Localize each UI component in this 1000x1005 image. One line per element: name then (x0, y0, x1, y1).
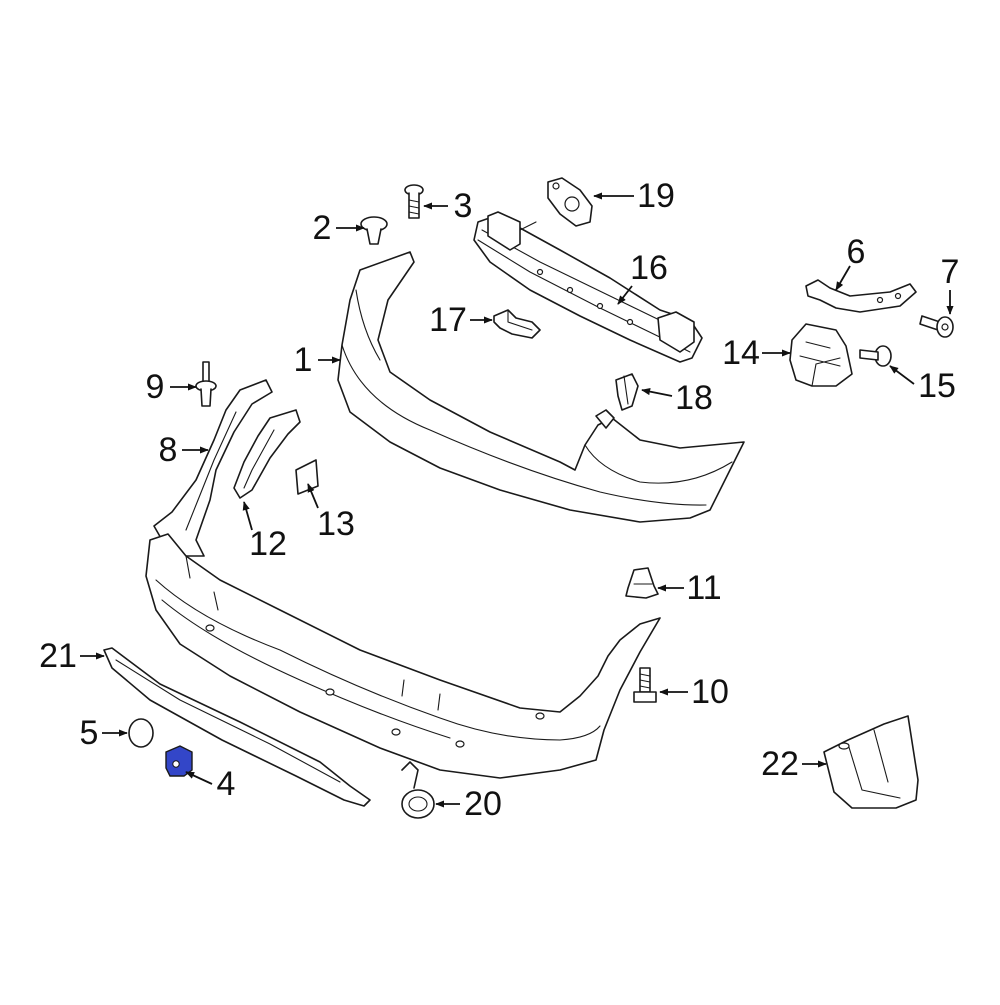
part-13-pad[interactable] (295, 459, 319, 495)
callout-label-15: 15 (918, 367, 956, 405)
callout-20: 20 (435, 785, 502, 823)
callout-9: 9 (146, 368, 197, 406)
callout-5: 5 (80, 714, 128, 752)
callout-label-5: 5 (80, 714, 99, 752)
part-4-highlighted-bracket[interactable] (165, 745, 193, 777)
callout-label-12: 12 (249, 525, 287, 563)
callout-label-21: 21 (39, 637, 77, 675)
part-19-bracket-plate[interactable] (547, 177, 593, 227)
callout-label-8: 8 (159, 431, 178, 469)
part-8-side-bracket[interactable] (153, 379, 273, 557)
callout-16: 16 (617, 249, 668, 305)
callout-14: 14 (722, 334, 791, 372)
callout-label-1: 1 (294, 341, 313, 379)
part-16-reinforcement-beam[interactable] (473, 211, 703, 363)
part-2-push-clip[interactable] (360, 216, 388, 245)
callout-label-11: 11 (686, 569, 721, 607)
part-21-lower-trim[interactable] (103, 647, 371, 807)
callout-label-17: 17 (429, 301, 467, 339)
callout-13: 13 (307, 483, 355, 543)
part-10-bolt[interactable] (633, 667, 657, 703)
part-15-screw[interactable] (859, 345, 892, 367)
callout-7: 7 (941, 253, 960, 315)
callout-8: 8 (159, 431, 209, 469)
part-5-cap[interactable] (128, 718, 154, 748)
callout-1: 1 (294, 341, 341, 379)
part-9-rivet[interactable] (195, 361, 217, 407)
callout-6: 6 (835, 233, 866, 291)
callout-18: 18 (641, 379, 713, 417)
callout-label-4: 4 (217, 765, 236, 803)
part-6-side-bracket[interactable] (805, 279, 917, 313)
callout-label-18: 18 (675, 379, 713, 417)
callout-15: 15 (889, 365, 956, 405)
part-17-bracket[interactable] (493, 309, 541, 339)
callout-label-6: 6 (847, 233, 866, 271)
callout-label-16: 16 (630, 249, 668, 287)
callout-label-14: 14 (722, 334, 760, 372)
callout-19: 19 (593, 177, 675, 215)
part-12-bracket[interactable] (233, 409, 301, 499)
callout-4: 4 (185, 765, 236, 803)
part-20-cap[interactable] (401, 761, 435, 819)
callout-label-19: 19 (637, 177, 675, 215)
callout-3: 3 (423, 187, 473, 225)
callout-label-10: 10 (691, 673, 729, 711)
callout-label-20: 20 (464, 785, 502, 823)
callout-21: 21 (39, 637, 105, 675)
callout-17: 17 (429, 301, 493, 339)
callout-10: 10 (659, 673, 729, 711)
part-22-shield[interactable] (823, 715, 919, 809)
part-1-bumper-cover[interactable] (337, 251, 745, 523)
callout-label-13: 13 (317, 505, 355, 543)
callout-label-22: 22 (761, 745, 799, 783)
part-18-bracket[interactable] (615, 373, 639, 411)
callout-22: 22 (761, 745, 827, 783)
callout-label-7: 7 (941, 253, 960, 291)
callout-2: 2 (313, 209, 365, 247)
part-7-screw[interactable] (919, 315, 954, 338)
callout-label-2: 2 (313, 209, 332, 247)
part-14-bracket[interactable] (789, 323, 853, 387)
part-11-clip[interactable] (625, 567, 659, 599)
part-3-bolt[interactable] (404, 184, 424, 219)
callout-label-9: 9 (146, 368, 165, 406)
callout-11: 11 (657, 569, 722, 607)
callout-12: 12 (242, 501, 287, 563)
part-1-lower-bumper-cover[interactable] (145, 533, 661, 779)
callout-label-3: 3 (454, 187, 473, 225)
